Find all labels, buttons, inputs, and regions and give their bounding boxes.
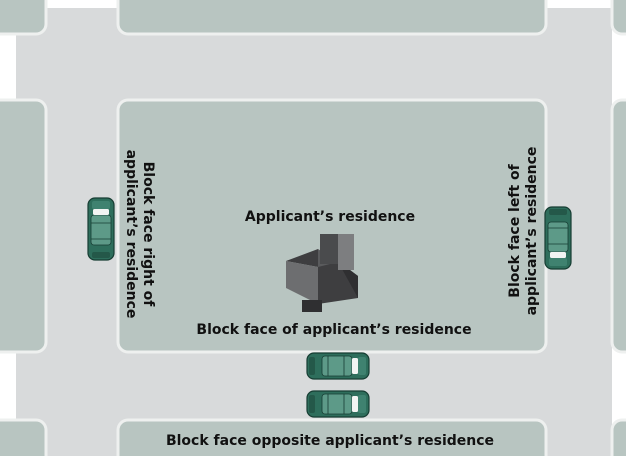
car-icon [306,390,370,418]
block-face-right-label: Block face right of applicant’s residenc… [123,150,156,319]
block-face-left-label: Block face left of applicant’s residence [507,147,540,316]
house-icon [286,234,358,312]
block-west [0,98,48,354]
block-south-east [610,418,626,461]
block-north-west [0,0,48,36]
car-icon [306,352,370,380]
block-face-right-line2: applicant’s residence [123,150,139,319]
block-north [116,0,548,36]
block-north-east [610,0,626,36]
residence-label: Applicant’s residence [245,209,415,225]
block-face-left-line1: Block face left of [507,163,523,297]
block-face-opposite-label: Block face opposite applicant’s residenc… [166,433,494,449]
block-opposite [116,418,548,461]
car-icon [87,197,115,261]
block-face-left-line2: applicant’s residence [524,147,540,316]
block-south-west [0,418,48,461]
block-east [610,98,626,354]
block-face-right-line1: Block face right of [140,162,156,308]
applicant-block [116,98,548,354]
block-face-label: Block face of applicant’s residence [196,322,471,338]
car-icon [544,206,572,270]
